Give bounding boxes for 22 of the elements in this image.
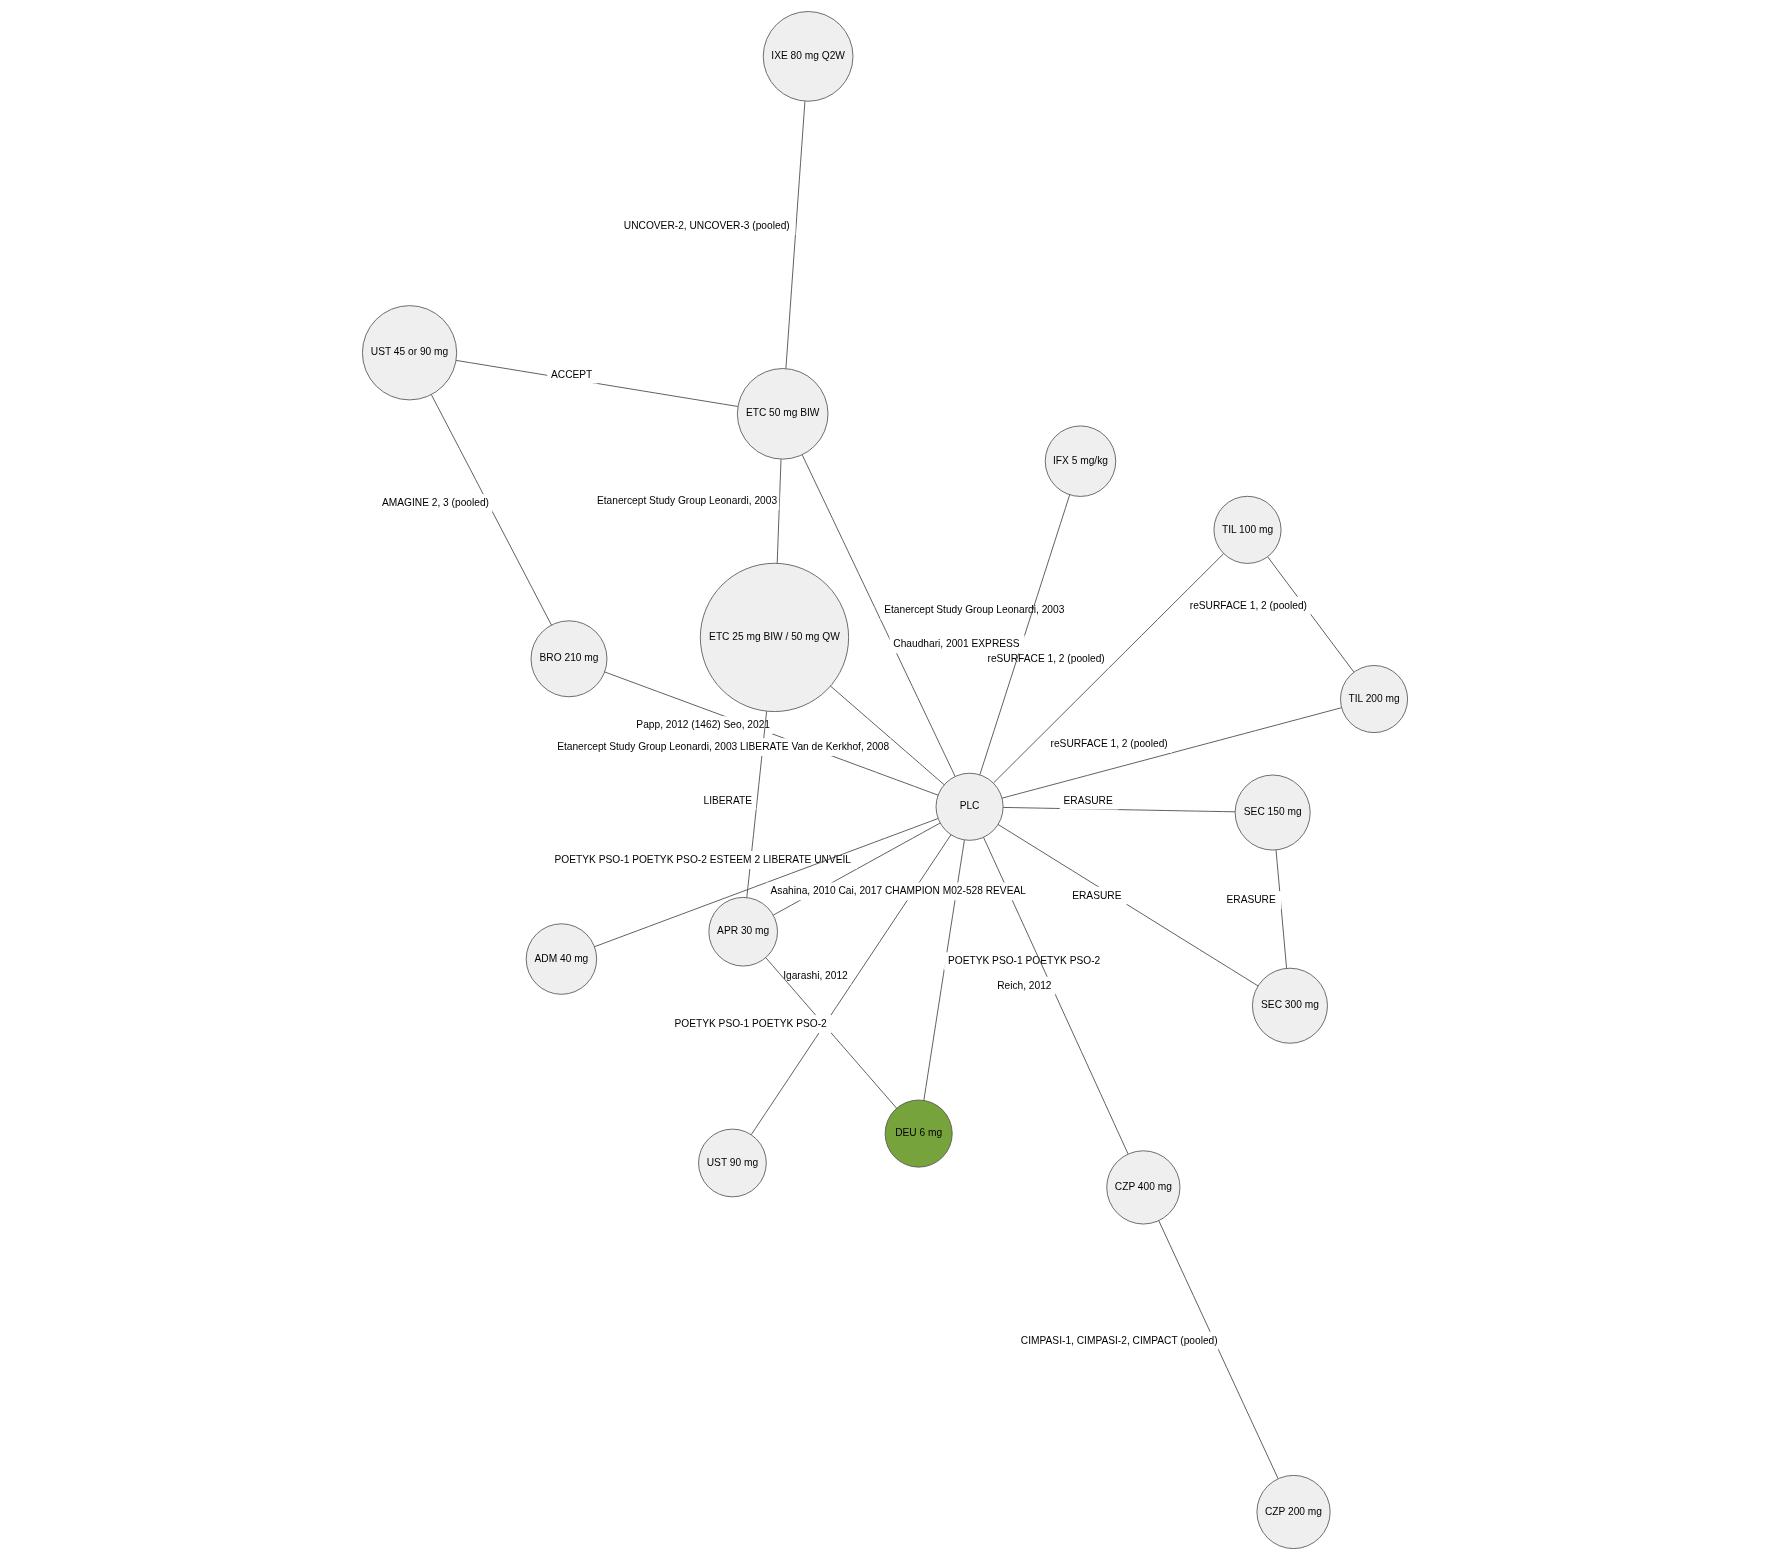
- edge-label: reSURFACE 1, 2 (pooled): [1189, 599, 1307, 611]
- edge-label: ACCEPT: [551, 368, 593, 380]
- edge-label: reSURFACE 1, 2 (pooled): [1050, 738, 1168, 750]
- edge-label: POETYK PSO-1 POETYK PSO-2 ESTEEM 2 LIBERATE UNVEIL: [554, 854, 852, 866]
- edge-label: Asahina, 2010 Cai, 2017 CHAMPION M02-528 REVEAL: [770, 885, 1026, 897]
- edge-label: Chaudhari, 2001 EXPRESS: [893, 638, 1020, 650]
- edge-label: CIMPASI-1, CIMPASI-2, CIMPACT (pooled): [1020, 1334, 1218, 1346]
- edge-label: POETYK PSO-1 POETYK PSO-2: [674, 1018, 827, 1030]
- edge-label: AMAGINE 2, 3 (pooled): [381, 496, 489, 508]
- edge-label: reSURFACE 1, 2 (pooled): [987, 653, 1105, 665]
- edge-label: LIBERATE: [703, 794, 752, 806]
- edge-label: ERASURE: [1226, 894, 1276, 906]
- edge-label: Etanercept Study Group Leonardi, 2003: [596, 494, 778, 506]
- edge-label: Reich, 2012: [997, 979, 1052, 991]
- edge-label: Etanercept Study Group Leonardi, 2003: [884, 604, 1065, 616]
- edge-label: UNCOVER-2, UNCOVER-3 (pooled): [623, 219, 790, 231]
- edge-label: Etanercept Study Group Leonardi, 2003 LIBERATE Van de Kerkhof, 2008: [557, 741, 890, 753]
- edge-label: POETYK PSO-1 POETYK PSO-2: [947, 955, 1101, 967]
- edge-label: Papp, 2012 (1462) Seo, 2021: [636, 719, 771, 731]
- edge-label: ERASURE: [1072, 889, 1122, 901]
- edge-label: Igarashi, 2012: [783, 969, 848, 981]
- edge-label: ERASURE: [1063, 794, 1113, 806]
